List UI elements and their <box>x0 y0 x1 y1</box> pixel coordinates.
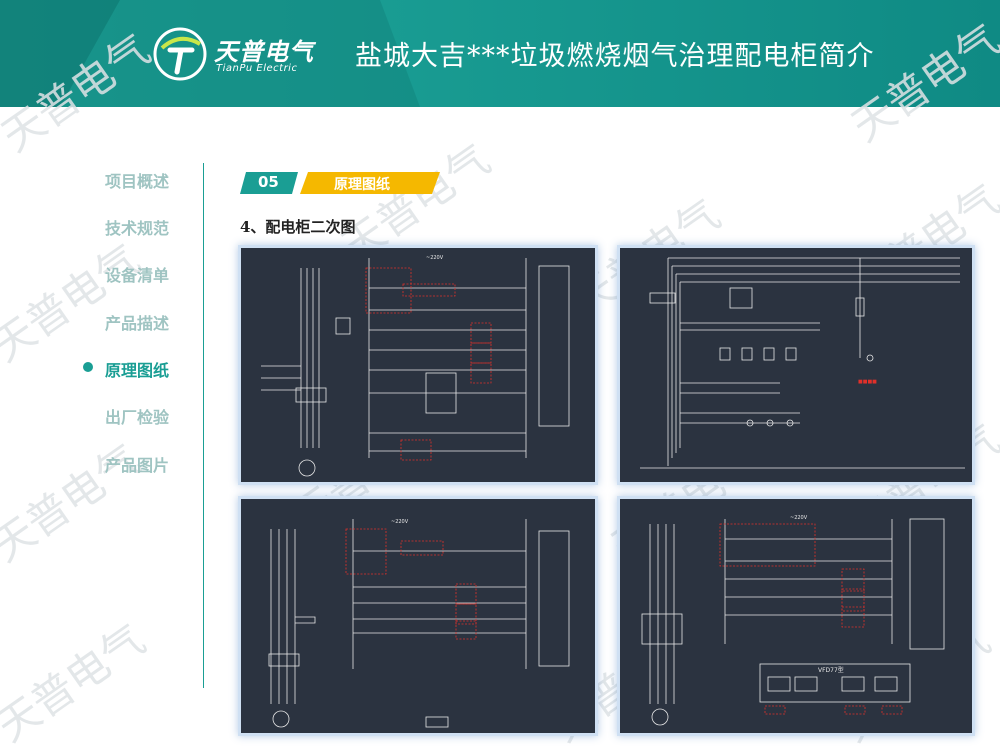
vfd-label: VFD77型 <box>818 666 844 674</box>
nav-item-technical-spec[interactable]: 技术规范 <box>105 219 170 238</box>
nav-item-schematics[interactable]: 原理图纸 <box>105 361 170 380</box>
cad-drawing-4: VFD77型 ~220V <box>641 515 945 726</box>
section-label-tag <box>300 172 440 194</box>
nav-item-project-overview[interactable]: 项目概述 <box>105 172 170 191</box>
active-bullet-icon <box>83 362 93 372</box>
voltage-label: ~220V <box>426 255 444 261</box>
voltage-label: ~220V <box>391 519 409 525</box>
watermark: 天普电气 <box>0 614 154 750</box>
section-subheading: 4、配电柜二次图 <box>240 218 356 236</box>
svg-text:■■■■: ■■■■ <box>858 379 877 385</box>
schematic-panel-2: ■■■■ <box>617 245 975 485</box>
header-banner: 天普电气 TianPu Electric 盐城大吉***垃圾燃烧烟气治理配电柜简… <box>0 0 1000 107</box>
company-logo: 天普电气 TianPu Electric <box>152 26 322 82</box>
cad-drawing-1: ~220V <box>261 255 570 477</box>
cad-drawing-3: ~220V <box>268 519 570 728</box>
nav-item-equipment-list[interactable]: 设备清单 <box>105 266 170 285</box>
watermark: 天普电气 <box>0 434 149 572</box>
nav-item-product-photos[interactable]: 产品图片 <box>105 456 170 475</box>
section-label: 原理图纸 <box>334 177 390 193</box>
watermark: 天普电气 <box>0 234 149 372</box>
logo-mark-icon <box>153 27 207 81</box>
schematic-panel-4: VFD77型 ~220V <box>617 496 975 736</box>
nav-item-product-description[interactable]: 产品描述 <box>105 314 170 333</box>
logo-english-text: TianPu Electric <box>216 63 298 74</box>
voltage-label: ~220V <box>790 515 808 521</box>
header-background <box>0 0 1000 107</box>
section-number-tag <box>240 172 298 194</box>
schematic-panel-3: ~220V <box>238 496 598 736</box>
section-number: 05 <box>258 173 279 191</box>
nav-item-factory-inspection[interactable]: 出厂检验 <box>105 408 170 427</box>
page-title: 盐城大吉***垃圾燃烧烟气治理配电柜简介 <box>355 41 875 72</box>
cad-drawing-2: ■■■■ <box>640 257 965 469</box>
schematic-panel-1: ~220V <box>238 245 598 485</box>
logo-chinese-text: 天普电气 <box>214 38 314 66</box>
sidebar-divider <box>203 163 204 688</box>
